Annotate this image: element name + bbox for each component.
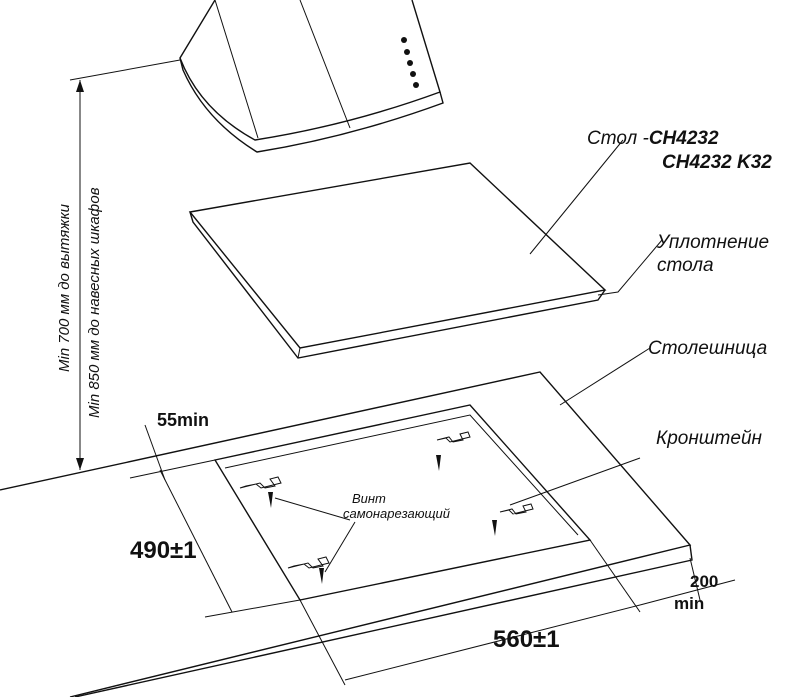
brackets: [239, 431, 641, 584]
seal-label-line1: Уплотнение: [657, 232, 770, 253]
depth-tolerance: ±1: [170, 537, 197, 564]
side-gap-value: 200: [690, 572, 719, 591]
screw-label-line1: Винт: [352, 491, 386, 506]
height-dimension-line: [69, 59, 181, 470]
side-gap-unit: min: [674, 594, 705, 613]
bracket-label: Кронштейн: [656, 428, 762, 449]
worktop: [0, 347, 693, 697]
width-value: 560: [493, 626, 534, 653]
hob-label-prefix: Стол -: [587, 128, 649, 149]
dimension-lines: [129, 424, 736, 686]
hob-model-2: CH4232 K32: [662, 152, 772, 173]
back-gap-dimension: 55min: [157, 410, 210, 430]
screw-label-line2: самонарезающий: [343, 506, 450, 521]
hob-label: Стол -CH4232: [587, 128, 719, 150]
hood-height-label: Min 700 мм до вытяжки: [56, 203, 73, 372]
depth-value: 490: [130, 537, 171, 564]
width-tolerance: ±1: [533, 626, 560, 653]
seal-label-line2: стола: [657, 255, 714, 276]
width-dimension: 560±1: [493, 626, 560, 654]
hob-model-1: CH4232: [648, 128, 719, 149]
worktop-label: Столешница: [648, 338, 768, 359]
hob-glass-panel: [188, 139, 663, 359]
depth-dimension: 490±1: [130, 537, 197, 565]
cooker-hood: [179, 0, 444, 153]
cabinet-height-label: Min 850 мм до навесных шкафов: [86, 187, 103, 418]
